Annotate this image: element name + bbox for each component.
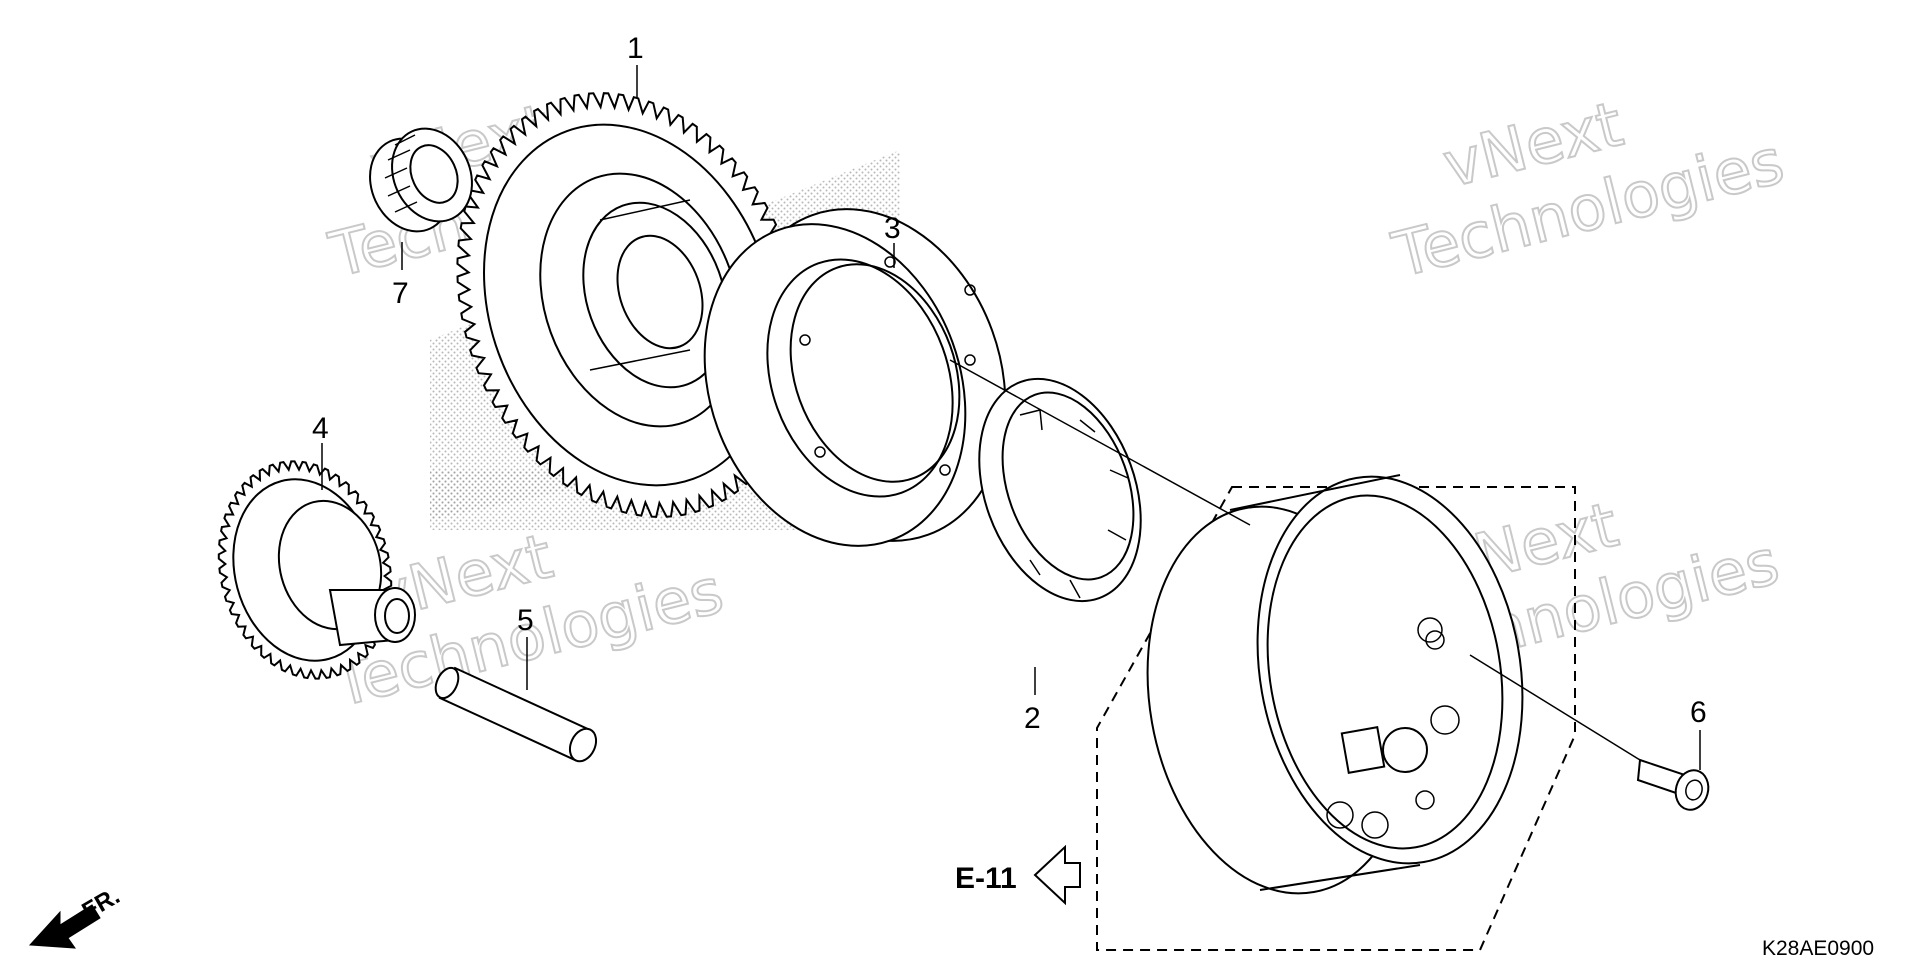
callout-2: 2: [1024, 702, 1041, 735]
callout-4: 4: [312, 412, 329, 445]
axis-lines: [949, 359, 1641, 761]
part-6-bolt: [1636, 758, 1710, 811]
diagram-code: K28AE0900: [1762, 937, 1874, 960]
callout-5: 5: [517, 604, 534, 637]
reference-label: E-11: [955, 862, 1017, 895]
part-4-reduction-gear: [217, 460, 416, 680]
callout-1: 1: [627, 32, 644, 65]
callout-7: 7: [392, 277, 409, 310]
part-3-clutch-outer: [703, 208, 1007, 547]
front-direction-arrow-icon: [28, 904, 101, 949]
reference-e11[interactable]: E-11: [955, 844, 1081, 906]
reference-arrow-icon: [1033, 844, 1081, 906]
part-5-shaft: [434, 666, 598, 763]
callout-3: 3: [884, 212, 901, 245]
callout-6: 6: [1690, 696, 1707, 729]
part-7-needle-bearing: [369, 127, 473, 233]
front-direction-indicator: FR.: [28, 882, 124, 949]
leader-lines: [321, 65, 1701, 770]
flywheel-reference-assembly: [1096, 474, 1576, 951]
